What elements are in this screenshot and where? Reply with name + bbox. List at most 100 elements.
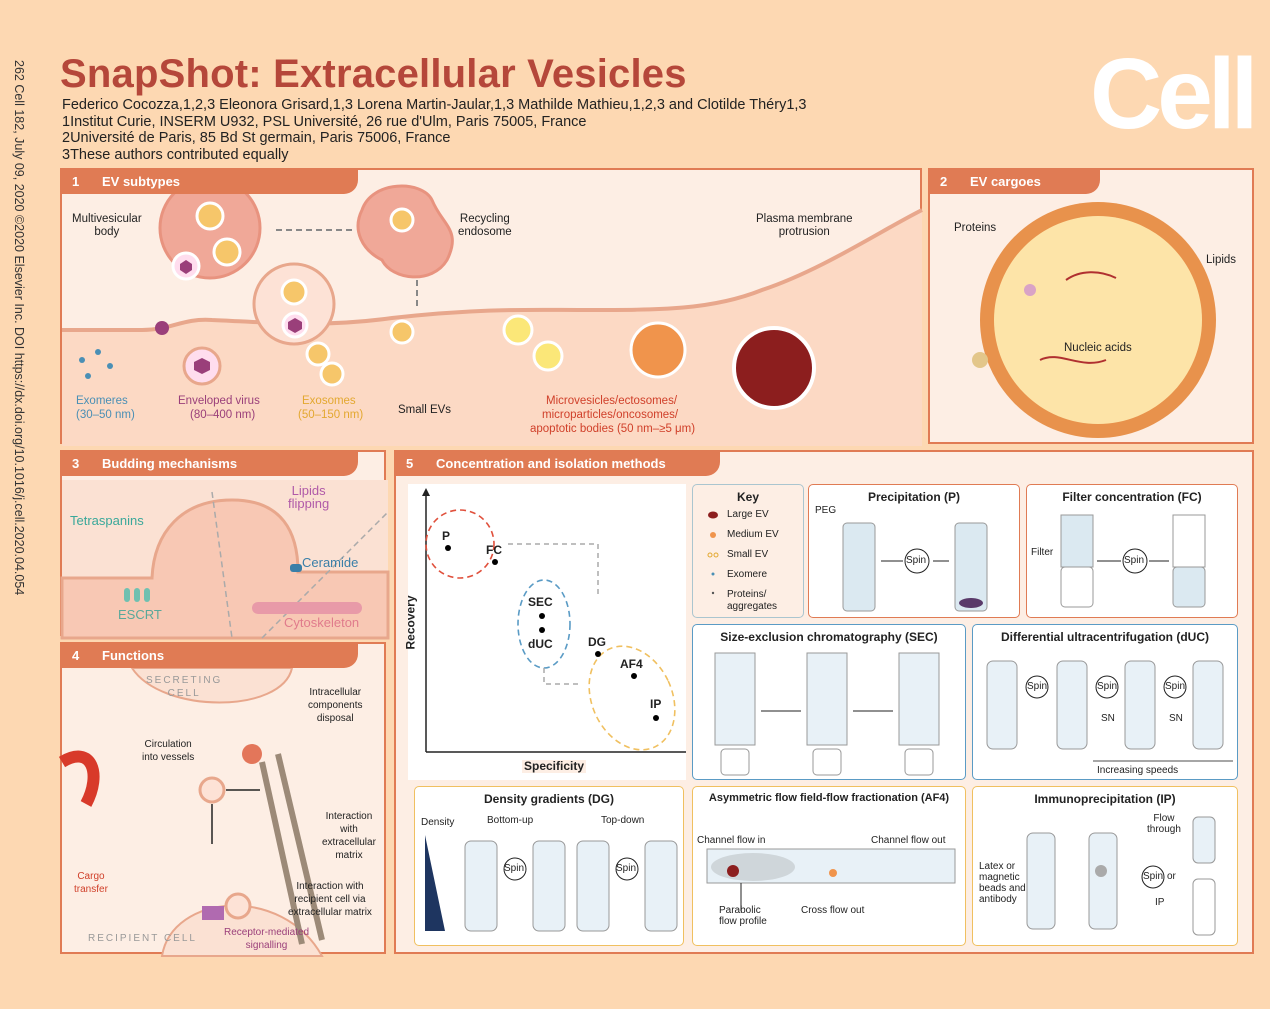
dg-box: Density gradients (DG) Density Bottom-up… [414,786,684,946]
flow-through-label: Flow through [1147,813,1181,835]
precipitation-box: Precipitation (P) PEG Spin [808,484,1020,618]
affiliation-1: 1Institut Curie, INSERM U932, PSL Univer… [62,113,587,130]
key-box: Key Large EV Medium EV Small EV Exomere … [692,484,804,618]
plasma-label: Plasma membrane protrusion [756,213,853,238]
sec-title: Size-exclusion chromatography (SEC) [720,630,938,644]
key-small-ev: Small EV [727,549,769,560]
af4-title: Asymmetric flow field-flow fractionation… [708,792,950,804]
key-large-ev: Large EV [727,509,769,520]
top-down-label: Top-down [601,815,645,826]
key-exomere: Exomere [727,569,768,580]
page-title: SnapShot: Extracellular Vesicles [60,52,687,96]
filter-box: Filter concentration (FC) Filter Spin [1026,484,1238,618]
exosomes-size: (50–150 nm) [298,409,364,421]
lipids-flipping-label: Lipids flipping [288,483,330,511]
ceramide-label: Ceramide [302,555,359,570]
method-point-duc [539,627,545,633]
precip-spin: Spin [906,555,927,566]
af4-box: Asymmetric flow field-flow fractionation… [692,786,966,946]
y-axis-label: Recovery [403,595,418,650]
point-label-sec: SEC [528,595,553,609]
latex-label: Latex or magnetic beads and antibody [979,861,1026,905]
x-axis-label: Specificity [522,759,587,773]
circulation-label: Circulation into vessels [142,739,195,763]
recipient-cell-label: RECIPIENT CELL [88,933,197,944]
filter-label: Filter [1031,547,1054,558]
duc-spin-2: Spin [1097,681,1118,692]
intracellular-label: Intracellular components disposal [308,687,363,724]
sec-columns [714,652,940,776]
duc-speeds: Increasing speeds [1097,765,1179,776]
affiliation-2: 2Université de Paris, 85 Bd St germain, … [62,130,451,146]
parabolic-label: Parabolic flow profile [719,905,767,927]
lipids-label: Lipids [1206,254,1237,266]
key-medium-ev: Medium EV [727,529,779,540]
cross-flow-label: Cross flow out [801,905,865,916]
key-title: Key [736,490,759,504]
virus-size: (80–400 nm) [190,409,256,421]
authors-block: Federico Cocozza,1,2,3 Eleonora Grisard,… [62,97,806,163]
ecm-label: Interaction with extracellular matrix [322,811,376,861]
method-point-ip [653,715,659,721]
nucleic-label: Nucleic acids [1064,342,1132,354]
method-point-dg [595,651,601,657]
exomeres-label: Exomeres [76,395,128,407]
dg-tubes [425,835,678,932]
ip-label: IP [1155,897,1165,908]
af4-channel [706,848,956,911]
channel-in-label: Channel flow in [697,835,766,846]
recipient-ecm-label: Interaction with recipient cell via extr… [288,881,372,918]
point-label-af4: AF4 [620,657,643,671]
tetraspanins-label: Tetraspanins [70,513,144,528]
affiliation-3: 3These authors contributed equally [62,146,289,163]
cell-logo: Cell [1090,38,1258,150]
filter-tubes [1060,514,1206,608]
ip-spin: Spin [1143,871,1164,882]
ev-cargoes-illustration [972,202,1216,438]
density-label: Density [421,817,455,828]
duc-title: Differential ultracentrifugation (dUC) [1000,630,1209,644]
dg-spin-1: Spin [504,863,525,874]
duc-spin-3: Spin [1165,681,1186,692]
filter-spin: Spin [1124,555,1145,566]
key-proteins: Proteins/ aggregates [727,589,778,612]
ip-tubes [1026,816,1216,936]
filter-title: Filter concentration (FC) [1062,490,1202,504]
precipitation-tubes [842,522,988,612]
micro-line-3: apoptotic bodies (50 nm–≥5 μm) [530,423,696,435]
ip-title: Immunoprecipitation (IP) [1034,792,1176,806]
methods-plot: P FC SEC dUC DG AF4 IP Recovery Specific… [403,484,686,780]
channel-out-label: Channel flow out [871,835,946,846]
receptor-label: Receptor-mediated signalling [224,927,310,951]
proteins-label: Proteins [954,222,997,234]
point-label-duc: dUC [528,637,553,651]
small-evs-label: Small EVs [398,404,452,416]
exosomes-label: Exosomes [302,395,356,407]
micro-line-1: Microvesicles/ectosomes/ [546,395,678,407]
peg-label: PEG [815,505,837,516]
key-swatches [707,511,719,595]
ip-box: Immunoprecipitation (IP) Latex or magnet… [972,786,1238,946]
point-label-p: P [442,529,451,543]
exomeres-size: (30–50 nm) [76,409,135,421]
ev-subtypes-illustration [62,176,923,446]
mvb-label: Multivesicular body [72,213,142,238]
method-point-fc [492,559,498,565]
budding-illustration [60,480,390,640]
ip-or: or [1167,871,1176,882]
method-point-p [445,545,451,551]
dg-spin-2: Spin [616,863,637,874]
secreting-cell-label: SECRETING CELL [146,675,223,699]
duc-spin-1: Spin [1027,681,1048,692]
recycling-label: Recycling endosome [458,213,512,238]
micro-line-2: microparticles/oncosomes/ [542,409,679,421]
method-point-sec [539,613,545,619]
